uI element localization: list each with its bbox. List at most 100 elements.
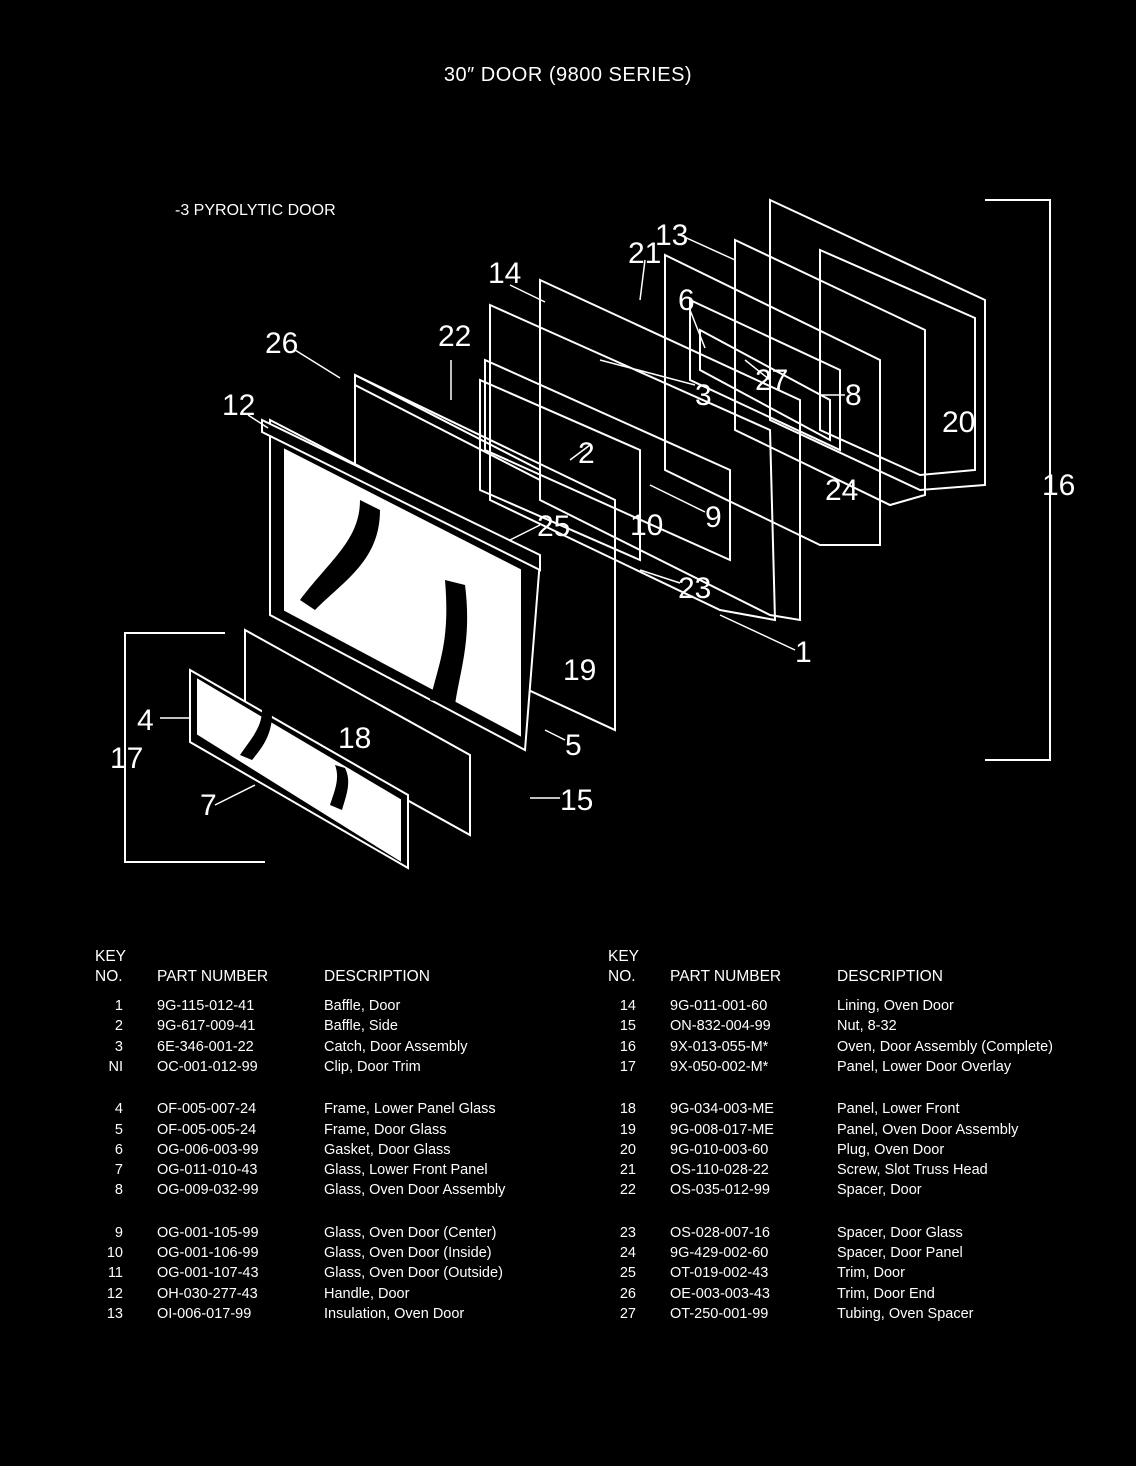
description: Frame, Door Glass — [324, 1121, 447, 1138]
bracket-17 — [124, 632, 265, 863]
key-no: 11 — [107, 1265, 123, 1282]
part-insulation-13 — [734, 238, 926, 507]
callout-1: 1 — [795, 636, 812, 669]
part-number: OG-001-106-99 — [157, 1245, 259, 1261]
description: Baffle, Side — [324, 1018, 398, 1035]
key-no: 2 — [114, 1018, 123, 1035]
callout-16: 16 — [1042, 469, 1075, 502]
part-number: OI-006-017-99 — [157, 1305, 252, 1322]
page-title: 30″ DOOR (9800 SERIES) — [443, 64, 693, 86]
key-no: 13 — [106, 1305, 123, 1322]
key-no: 8 — [114, 1182, 123, 1199]
part-number: OH-030-277-43 — [157, 1285, 258, 1302]
key-no: 18 — [619, 1101, 636, 1118]
callout-18: 18 — [338, 722, 371, 755]
description: Catch, Door Assembly — [324, 1038, 468, 1055]
key-no: 24 — [619, 1245, 636, 1261]
key-no: 6 — [114, 1141, 123, 1158]
description: Trim, Door End — [837, 1285, 935, 1302]
callout-23: 23 — [678, 572, 711, 605]
callout-20: 20 — [942, 406, 975, 439]
description: Oven, Door Assembly (Complete) — [837, 1038, 1053, 1055]
key-no-header: NO. — [95, 968, 123, 985]
callout-7: 7 — [200, 789, 217, 822]
callout-27: 27 — [755, 364, 788, 397]
part-lower-panel-18 — [244, 628, 471, 837]
part-number: 9G-115-012-41 — [157, 998, 255, 1014]
callout-24: 24 — [825, 474, 858, 507]
description: Spacer, Door Glass — [837, 1224, 963, 1241]
diagram-subtitle: -3 PYROLYTIC DOOR — [175, 202, 336, 219]
description: Glass, Oven Door (Outside) — [324, 1265, 503, 1282]
description: Glass, Oven Door Assembly — [324, 1182, 506, 1199]
bracket-16 — [985, 199, 1051, 761]
description: Tubing, Oven Spacer — [837, 1305, 974, 1322]
key-no: 7 — [114, 1162, 123, 1179]
key-no: 27 — [619, 1305, 636, 1322]
description: Gasket, Door Glass — [324, 1141, 451, 1158]
callout-2: 2 — [578, 437, 595, 470]
callout-8: 8 — [845, 379, 862, 412]
part-plug-20 — [769, 198, 986, 492]
callout-22: 22 — [438, 320, 471, 353]
callout-15: 15 — [560, 784, 593, 817]
callout-10: 10 — [630, 509, 663, 542]
part-number-header: PART NUMBER — [670, 968, 782, 985]
part-glass-9 — [484, 358, 731, 562]
key-no: 16 — [619, 1038, 636, 1055]
description: Insulation, Oven Door — [324, 1305, 465, 1322]
part-number: OF-005-007-24 — [157, 1101, 257, 1118]
part-trim-25 — [354, 373, 541, 482]
part-number: 9G-008-017-ME — [670, 1121, 774, 1138]
callout-21: 21 — [628, 237, 661, 270]
key-header: KEY — [608, 948, 640, 965]
description: Handle, Door — [324, 1285, 410, 1302]
callout-26: 26 — [265, 327, 298, 360]
key-no: 26 — [619, 1285, 636, 1302]
part-baffle-1 — [489, 303, 777, 622]
key-no: 15 — [619, 1018, 636, 1035]
part-number: OF-005-005-24 — [157, 1121, 257, 1138]
key-no: 25 — [619, 1265, 636, 1282]
description: Spacer, Door Panel — [837, 1245, 963, 1261]
key-no-header: NO. — [608, 968, 636, 985]
part-number: OE-003-003-43 — [670, 1285, 770, 1302]
key-no: 14 — [619, 998, 636, 1014]
key-no: 4 — [114, 1101, 123, 1118]
description: Plug, Oven Door — [837, 1141, 945, 1158]
callout-17: 17 — [110, 742, 143, 775]
part-number: 9G-010-003-60 — [670, 1141, 769, 1158]
description: Baffle, Door — [324, 998, 401, 1014]
part-number-header: PART NUMBER — [157, 968, 269, 985]
reflection-streak — [330, 765, 349, 810]
description: Frame, Lower Panel Glass — [324, 1101, 496, 1118]
key-no: 20 — [619, 1141, 636, 1158]
part-number: OG-006-003-99 — [157, 1141, 259, 1158]
part-glass-8 — [689, 298, 841, 452]
part-number: OS-028-007-16 — [670, 1224, 770, 1241]
key-no: 21 — [619, 1162, 636, 1179]
part-number: OT-250-001-99 — [670, 1305, 769, 1322]
key-no: 3 — [114, 1038, 123, 1055]
part-number: OC-001-012-99 — [157, 1058, 258, 1075]
description-header: DESCRIPTION — [324, 968, 430, 985]
part-tubing-27 — [699, 328, 831, 442]
callout-6: 6 — [678, 284, 695, 317]
description-header: DESCRIPTION — [837, 968, 943, 985]
callout-13: 13 — [655, 219, 688, 252]
callout-5: 5 — [565, 729, 582, 762]
part-number: OG-001-105-99 — [157, 1224, 259, 1241]
description: Panel, Lower Door Overlay — [837, 1058, 1012, 1075]
key-no: 17 — [619, 1058, 636, 1075]
key-no: 12 — [106, 1285, 123, 1302]
part-handle-12 — [261, 418, 541, 572]
part-glass-7 — [197, 678, 401, 862]
part-number: 9G-011-001-60 — [670, 998, 768, 1014]
reflection-streak — [240, 710, 272, 760]
callout-12: 12 — [222, 389, 255, 422]
part-number: 9X-013-055-M* — [670, 1038, 769, 1055]
part-number: 9G-429-002-60 — [670, 1245, 769, 1261]
description: Nut, 8-32 — [837, 1018, 897, 1035]
callout-25: 25 — [537, 510, 570, 543]
callout-4: 4 — [137, 704, 154, 737]
